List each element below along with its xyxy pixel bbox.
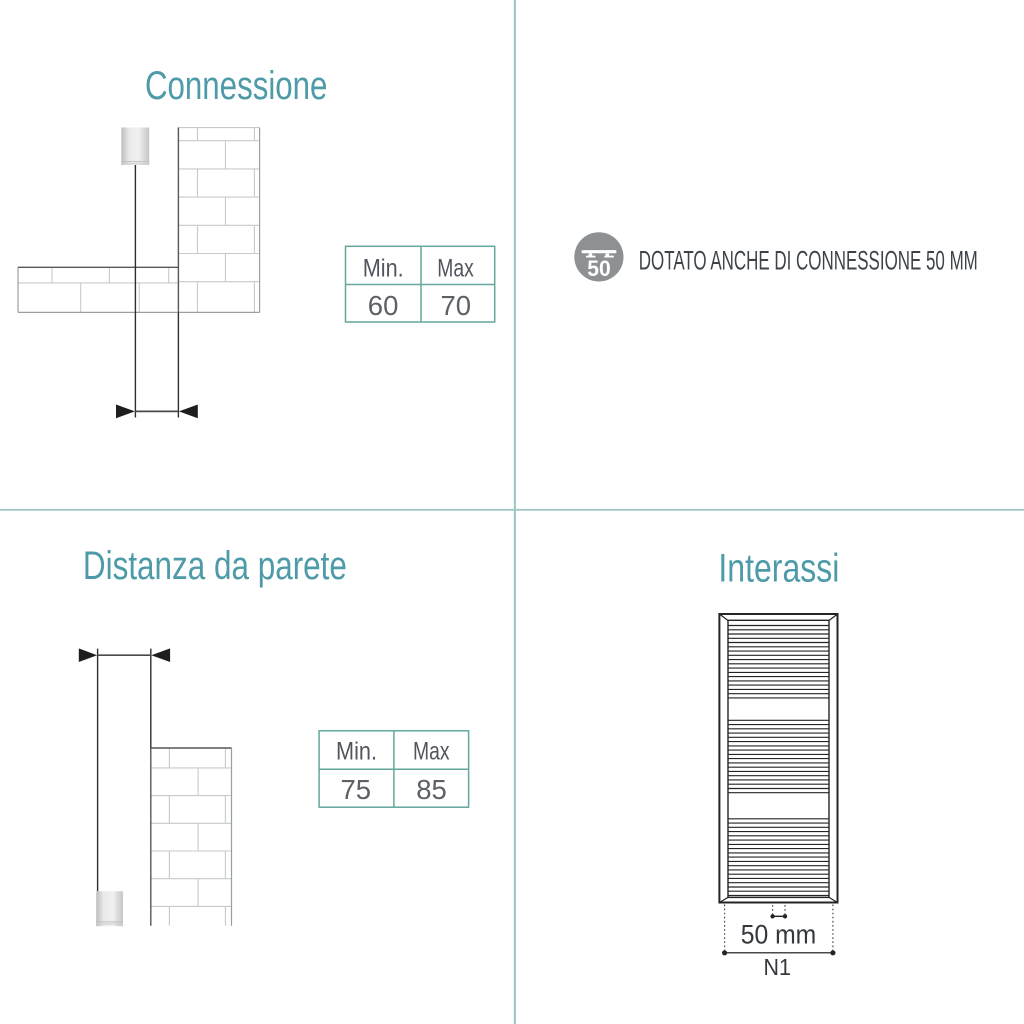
svg-text:85: 85 — [416, 774, 447, 805]
svg-text:70: 70 — [441, 290, 472, 321]
svg-text:N1: N1 — [764, 954, 791, 980]
svg-text:Min.: Min. — [363, 255, 404, 283]
svg-text:Min.: Min. — [336, 738, 377, 766]
svg-text:Max: Max — [413, 738, 450, 766]
svg-text:Distanza da parete: Distanza da parete — [83, 544, 347, 588]
svg-text:Max: Max — [437, 255, 474, 283]
svg-text:50: 50 — [587, 256, 611, 281]
svg-text:75: 75 — [341, 774, 372, 805]
svg-text:Interassi: Interassi — [718, 547, 839, 591]
svg-text:60: 60 — [368, 290, 399, 321]
svg-text:Connessione: Connessione — [145, 64, 328, 108]
svg-text:DOTATO ANCHE DI CONNESSIONE 50: DOTATO ANCHE DI CONNESSIONE 50 MM — [639, 245, 978, 275]
svg-text:50 mm: 50 mm — [741, 919, 817, 949]
